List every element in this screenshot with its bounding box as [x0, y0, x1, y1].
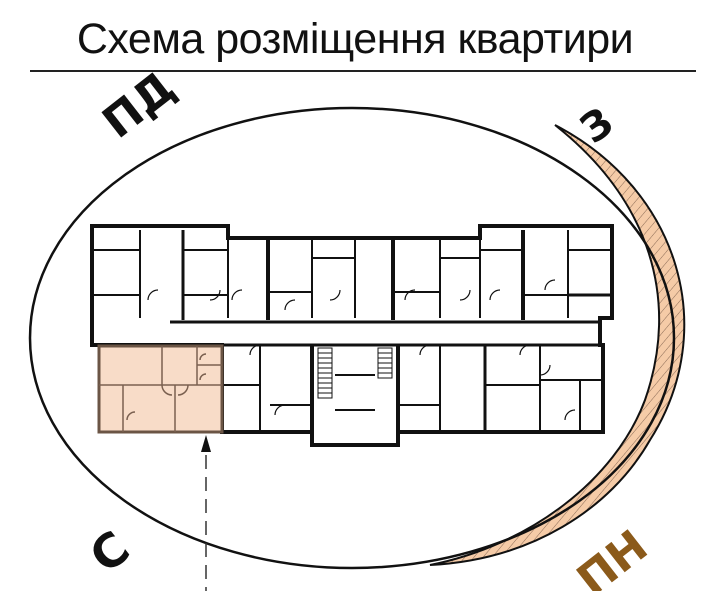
orientation-ellipse [28, 106, 676, 570]
compass-label-nw: ПД [93, 62, 184, 149]
compass-label-sw: С [80, 520, 140, 583]
entrance-arrow [201, 435, 211, 591]
staircase [317, 347, 393, 399]
sun-path-arc [429, 124, 686, 566]
compass-label-se: ПН [568, 521, 657, 591]
page-title: Схема розміщення квартири [76, 15, 634, 63]
selected-apartment[interactable] [97, 344, 224, 434]
door-swings [147, 279, 576, 421]
building-floor-plan [90, 224, 614, 447]
title-underline [30, 70, 696, 72]
